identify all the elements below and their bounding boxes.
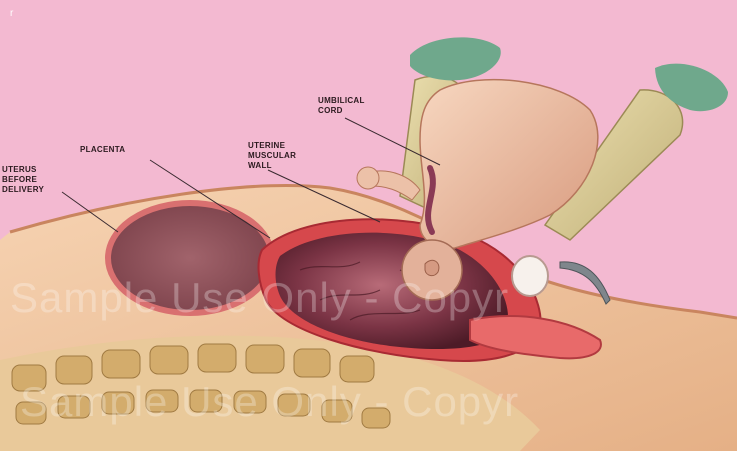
label-placenta: PLACENTA (80, 145, 125, 154)
label-uterine-muscular-wall: UTERINE MUSCULAR WALL (248, 141, 299, 170)
surgeon-glove-left (410, 37, 501, 80)
watermark-line-2: Sample Use Only - Copyr (20, 378, 519, 425)
label-umbilical-cord: UMBILICAL CORD (318, 96, 367, 115)
baby-fist (357, 167, 379, 189)
watermark-line-1: Sample Use Only - Copyr (10, 274, 509, 321)
bladder (512, 256, 548, 296)
corner-mark: r (10, 8, 14, 19)
label-uterus-before-delivery: UTERUS BEFORE DELIVERY (2, 165, 44, 194)
